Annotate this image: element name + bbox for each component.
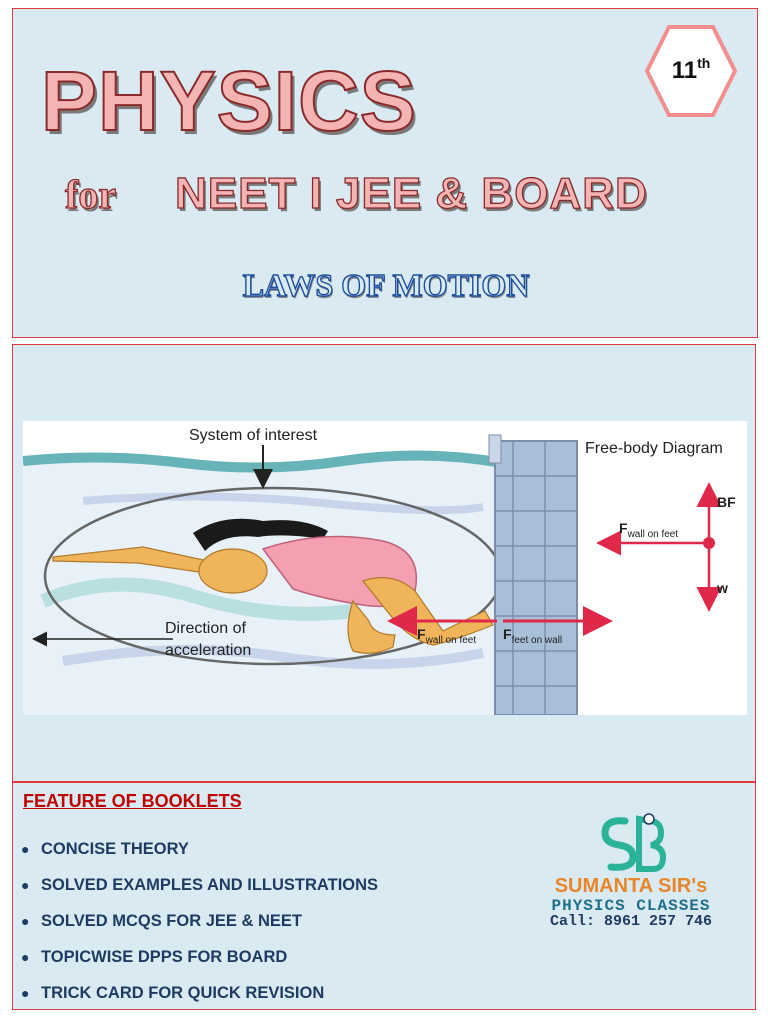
grade-number: 11 (671, 57, 698, 84)
grade-label: 11th (645, 55, 737, 85)
wall (494, 440, 578, 715)
grade-badge: 11th (644, 23, 738, 119)
brand-name: SUMANTA SIR's (554, 875, 708, 897)
wall-cap (488, 434, 502, 464)
swimmer-diagram: System of interest Direction of accelera… (23, 421, 747, 715)
swimmer-figure (52, 518, 494, 654)
bullet-icon: ● (21, 985, 30, 1001)
force-feet-on-wall-label: Ffeet on wall (503, 626, 562, 646)
exam-names: NEET I JEE & BOARD (174, 168, 648, 218)
fbd-title: Free-body Diagram (585, 440, 723, 457)
feature-item: ● TOPICWISE DPPS FOR BOARD (21, 939, 378, 975)
brand-subtitle: PHYSICS CLASSES (551, 897, 711, 915)
feature-text: SOLVED EXAMPLES AND ILLUSTRATIONS (41, 875, 379, 894)
wall-grid (495, 441, 577, 715)
water-wave (62, 644, 484, 670)
feature-text: TRICK CARD FOR QUICK REVISION (41, 983, 325, 1002)
fbd-bf-label: BF (717, 494, 736, 510)
bullet-icon: ● (21, 841, 30, 857)
feature-text: CONCISE THEORY (41, 839, 189, 858)
logo-icon (601, 813, 667, 872)
illustration-panel: System of interest Direction of accelera… (12, 344, 756, 782)
book-title: PHYSICS (40, 53, 417, 149)
hexagon-icon (644, 25, 738, 117)
title-for-word: for (64, 171, 117, 217)
direction-label-line2: acceleration (165, 642, 251, 659)
feature-text: TOPICWISE DPPS FOR BOARD (41, 947, 288, 966)
chapter-title: LAWS OF MOTION (242, 266, 530, 303)
fbd-w-label: w (716, 580, 728, 596)
fbd-force-label: Fwall on feet (619, 520, 678, 540)
grade-suffix: th (697, 55, 711, 71)
system-label: System of interest (189, 427, 318, 444)
feature-item: ● SOLVED MCQS FOR JEE & NEET (21, 903, 378, 939)
water-wave (82, 492, 484, 515)
feature-item: ● TRICK CARD FOR QUICK REVISION (21, 975, 378, 1011)
water-wave (40, 577, 354, 621)
features-list: ● CONCISE THEORY ● SOLVED EXAMPLES AND ILL… (21, 831, 378, 1011)
feature-text: SOLVED MCQS FOR JEE & NEET (41, 911, 302, 930)
fbd-point (703, 537, 715, 549)
bullet-icon: ● (21, 877, 30, 893)
bullet-icon: ● (21, 949, 30, 965)
brand-phone: Call: 8961 257 746 (549, 913, 713, 930)
feature-item: ● SOLVED EXAMPLES AND ILLUSTRATIONS (21, 867, 378, 903)
feature-item: ● CONCISE THEORY (21, 831, 378, 867)
direction-label-line1: Direction of (165, 620, 246, 637)
force-wall-on-feet-label: Fwall on feet (417, 626, 476, 646)
features-heading: FEATURE OF BOOKLETS (23, 791, 242, 811)
bullet-icon: ● (21, 913, 30, 929)
title-panel: PHYSICS for NEET I JEE & BOARD LAWS OF M… (12, 8, 758, 338)
features-panel: FEATURE OF BOOKLETS ● CONCISE THEORY ● SOL… (12, 782, 756, 1010)
